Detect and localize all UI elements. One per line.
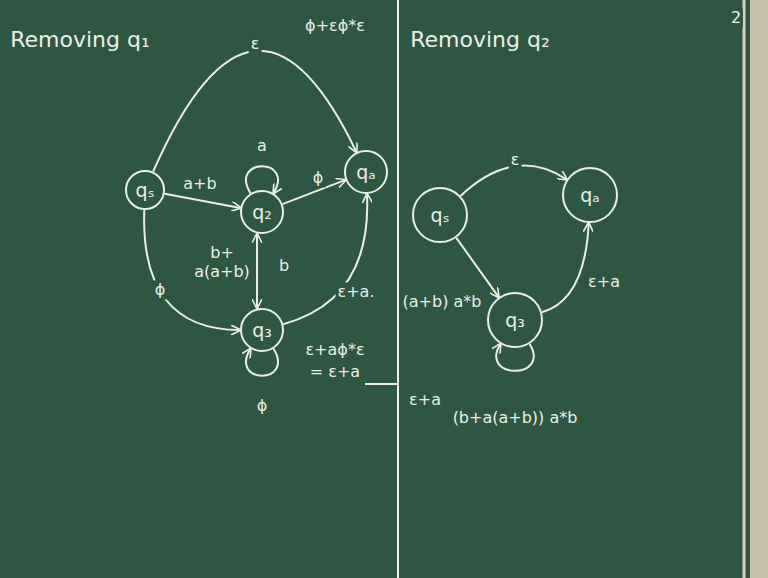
transition-label: ε	[249, 34, 262, 53]
state-name: qₛ	[135, 179, 154, 201]
state-circle: qₐ	[562, 167, 618, 223]
state-name: qₛ	[430, 204, 449, 226]
board-note: ε+a	[407, 390, 443, 409]
transition-arrow	[456, 238, 498, 297]
transition-label: ε	[509, 150, 522, 169]
transition-label: ϕ	[153, 280, 168, 299]
divider-line	[397, 0, 399, 578]
transition-arrow	[153, 51, 356, 172]
transition-arrow	[256, 234, 258, 308]
transition-label: (a+b) a*b	[401, 292, 484, 311]
transition-label: ε+a.	[336, 282, 377, 301]
state-name: q₃	[505, 309, 525, 331]
state-circle: q₃	[487, 292, 543, 348]
state-circle: qₛ	[412, 187, 468, 243]
transition-arrow	[246, 349, 278, 376]
board-note: ϕ+εϕ*ε	[303, 16, 367, 35]
transition-arrow	[256, 234, 258, 308]
state-name: q₃	[252, 319, 272, 341]
transition-arrow	[542, 223, 589, 312]
state-name: qₐ	[356, 161, 376, 183]
transition-arrow	[461, 166, 567, 196]
board-note: Removing q₂	[408, 27, 552, 53]
state-circle: q₂	[240, 190, 284, 234]
state-circle: q₃	[240, 308, 284, 352]
transition-label: ϕ	[255, 396, 270, 415]
wall-strip	[750, 0, 768, 578]
transition-arrow	[283, 194, 367, 324]
transition-label: b	[277, 256, 291, 275]
transition-label: (b+a(a+b)) a*b	[451, 408, 580, 427]
board-edge	[743, 0, 746, 578]
state-name: q₂	[252, 201, 272, 223]
transition-arrow	[165, 194, 241, 208]
transition-label: a	[255, 136, 269, 155]
transition-label: ϕ	[311, 168, 326, 187]
board-note: Removing q₁	[8, 27, 152, 53]
transition-label: b+ a(a+b)	[190, 243, 254, 281]
board-note: 2	[729, 8, 743, 27]
state-circle: qₛ	[125, 170, 165, 210]
board-note: = ε+a	[308, 362, 362, 381]
state-name: qₐ	[580, 184, 600, 206]
separator-line	[365, 383, 398, 385]
transition-label: a+b	[181, 174, 218, 193]
board-note: ε+aϕ*ε	[303, 340, 366, 359]
state-circle: qₐ	[344, 150, 388, 194]
transition-label: ε+a	[586, 272, 622, 291]
transition-arrow	[246, 166, 278, 193]
